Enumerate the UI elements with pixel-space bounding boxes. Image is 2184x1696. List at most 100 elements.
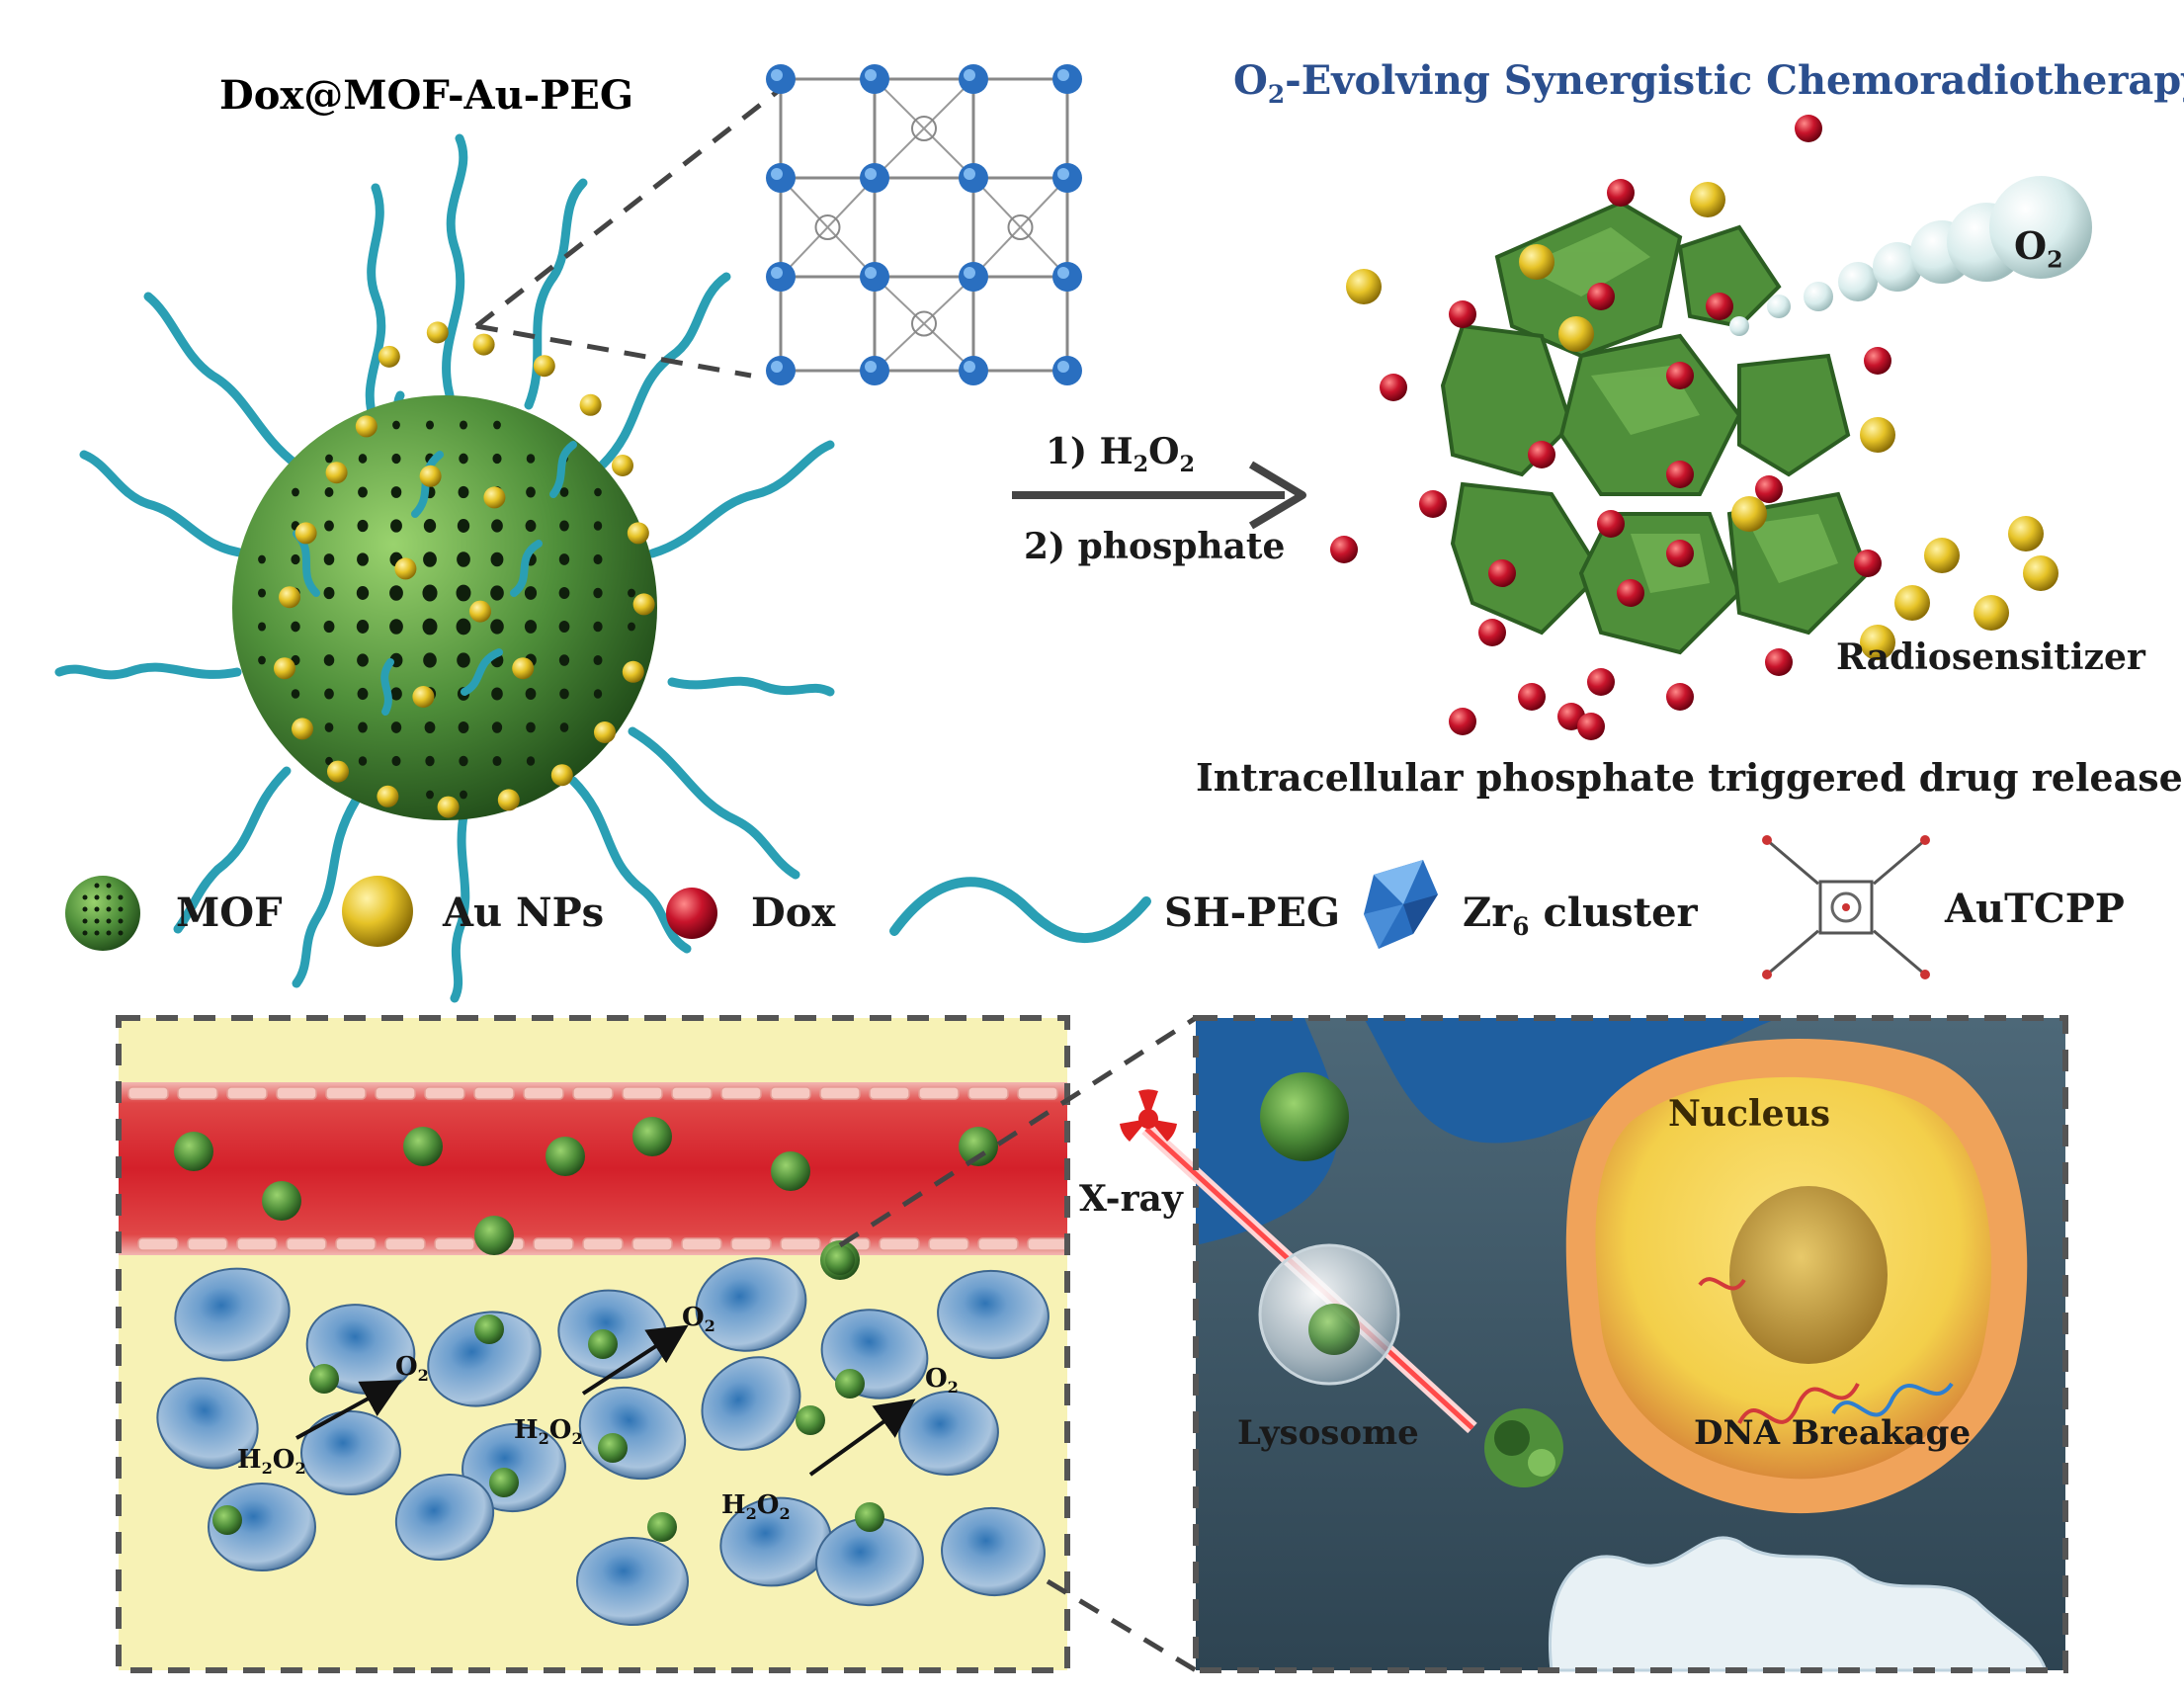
mof-particle	[632, 1117, 672, 1156]
mof-pore	[118, 894, 124, 900]
au-nanoparticle	[419, 465, 442, 487]
cell-bound-mof	[835, 1369, 865, 1399]
dox-molecule	[1765, 648, 1793, 676]
endothelial-cell	[671, 1086, 713, 1100]
mof-pore	[291, 689, 300, 699]
dox-molecule	[1419, 490, 1447, 518]
particle-title: Dox@MOF-Au-PEG	[219, 72, 633, 119]
zr6-node-highlight	[964, 361, 975, 373]
endothelial-cell	[1027, 1237, 1068, 1251]
endothelial-cell	[631, 1237, 673, 1251]
mof-pore	[106, 906, 112, 912]
vessel-wall-cells	[127, 1086, 1068, 1251]
mof-pore	[325, 756, 333, 766]
mof-sphere	[232, 395, 657, 820]
mof-pore	[559, 520, 569, 532]
o2-bubble	[1873, 242, 1922, 292]
peg-chains	[54, 133, 835, 1003]
o2-bubble	[1804, 282, 1833, 311]
tumor-h2o2-label-3: H2O2	[721, 1490, 791, 1524]
mof-pore	[524, 586, 538, 600]
mof-pore	[118, 906, 124, 912]
mof-pore	[325, 454, 333, 464]
mof-pore	[82, 894, 88, 900]
endothelial-cell	[424, 1086, 465, 1100]
h-main: H	[514, 1415, 539, 1445]
mof-fragment-highlights	[1522, 227, 1838, 593]
endothelial-cell	[384, 1237, 426, 1251]
au-nanoparticle	[512, 657, 535, 680]
au-nanoparticle	[533, 355, 555, 378]
mof-pore	[526, 721, 536, 733]
dox-molecule	[1330, 536, 1358, 563]
tissue-panel-border	[116, 1015, 1070, 1673]
zr6-node-highlight	[865, 361, 877, 373]
step1-sub1: 2	[1133, 452, 1149, 478]
o2-bubble	[1729, 316, 1749, 336]
mof-pore	[106, 918, 112, 924]
mof-particle-illustration	[54, 133, 835, 1003]
endothelial-cell	[335, 1237, 377, 1251]
au-nanoparticle	[294, 522, 317, 545]
au-nanoparticle	[327, 760, 349, 783]
mof-pore	[425, 755, 435, 767]
tumor-tissue-panel	[116, 1015, 1070, 1673]
endothelial-cell	[819, 1086, 861, 1100]
mof-pore	[291, 621, 300, 633]
au-nanoparticle	[292, 718, 313, 740]
mof-pores	[257, 420, 635, 800]
linker-arm	[1766, 838, 1819, 886]
o2-arrows	[295, 1324, 916, 1477]
carboxyl-end	[1920, 835, 1930, 845]
o-sub: 2	[779, 1504, 791, 1524]
au-nanoparticle	[612, 455, 633, 476]
zoom-lines	[474, 87, 783, 379]
tumor-cell	[701, 1356, 801, 1451]
tcpp-ring	[1007, 214, 1034, 240]
o2-bubble-label: O2	[2014, 223, 2063, 271]
cell-bound-mof	[796, 1405, 825, 1435]
mof-pore	[422, 584, 438, 602]
mof-pore	[358, 454, 368, 464]
mof-particle	[546, 1137, 585, 1176]
lattice-diagonal	[972, 177, 1068, 278]
endothelial-cell	[572, 1086, 614, 1100]
h-sub: 2	[745, 1504, 757, 1524]
tumor-o2-label-1: O2	[395, 1352, 429, 1384]
zr6-node-highlight	[964, 69, 975, 81]
cell-bound-mof	[474, 1314, 504, 1344]
endothelial-cell	[918, 1086, 960, 1100]
mof-pore	[94, 883, 100, 889]
xray-label: X-ray	[1079, 1178, 1183, 1220]
mof-pore	[492, 755, 502, 767]
mof-pore	[118, 918, 124, 924]
mof-pore	[524, 620, 538, 634]
mof-pore	[525, 687, 537, 701]
mof-pore	[324, 486, 334, 498]
au-nanoparticle	[437, 796, 460, 818]
mof-pore	[424, 721, 436, 734]
au-nanoparticle	[497, 789, 520, 811]
panel-title: O2-Evolving Synergistic Chemoradiotherap…	[1233, 57, 2184, 107]
dox-molecule	[1380, 374, 1407, 401]
tumor-o2-label-2: O2	[682, 1303, 715, 1334]
tumor-cell	[208, 1483, 316, 1571]
mof-particle	[174, 1132, 213, 1171]
endothelial-cell	[375, 1086, 416, 1100]
mof-pore	[423, 551, 437, 567]
cell-bound-mof	[588, 1329, 618, 1359]
mof-pore	[456, 584, 471, 602]
panel-title-o: O	[1233, 57, 1268, 104]
step1-sub2: 2	[1179, 452, 1196, 478]
dox-molecule	[1666, 461, 1694, 488]
endothelial-cell	[236, 1237, 278, 1251]
dna-strands	[1698, 1277, 1954, 1424]
mof-pore	[82, 906, 88, 912]
dox-molecule	[1854, 550, 1882, 577]
mof-pore	[459, 453, 468, 465]
au-center	[1842, 903, 1850, 911]
mof-pore	[391, 453, 401, 465]
mof-pore	[106, 930, 112, 936]
mof-pore	[490, 551, 504, 567]
cell-bound-mof	[647, 1512, 677, 1542]
